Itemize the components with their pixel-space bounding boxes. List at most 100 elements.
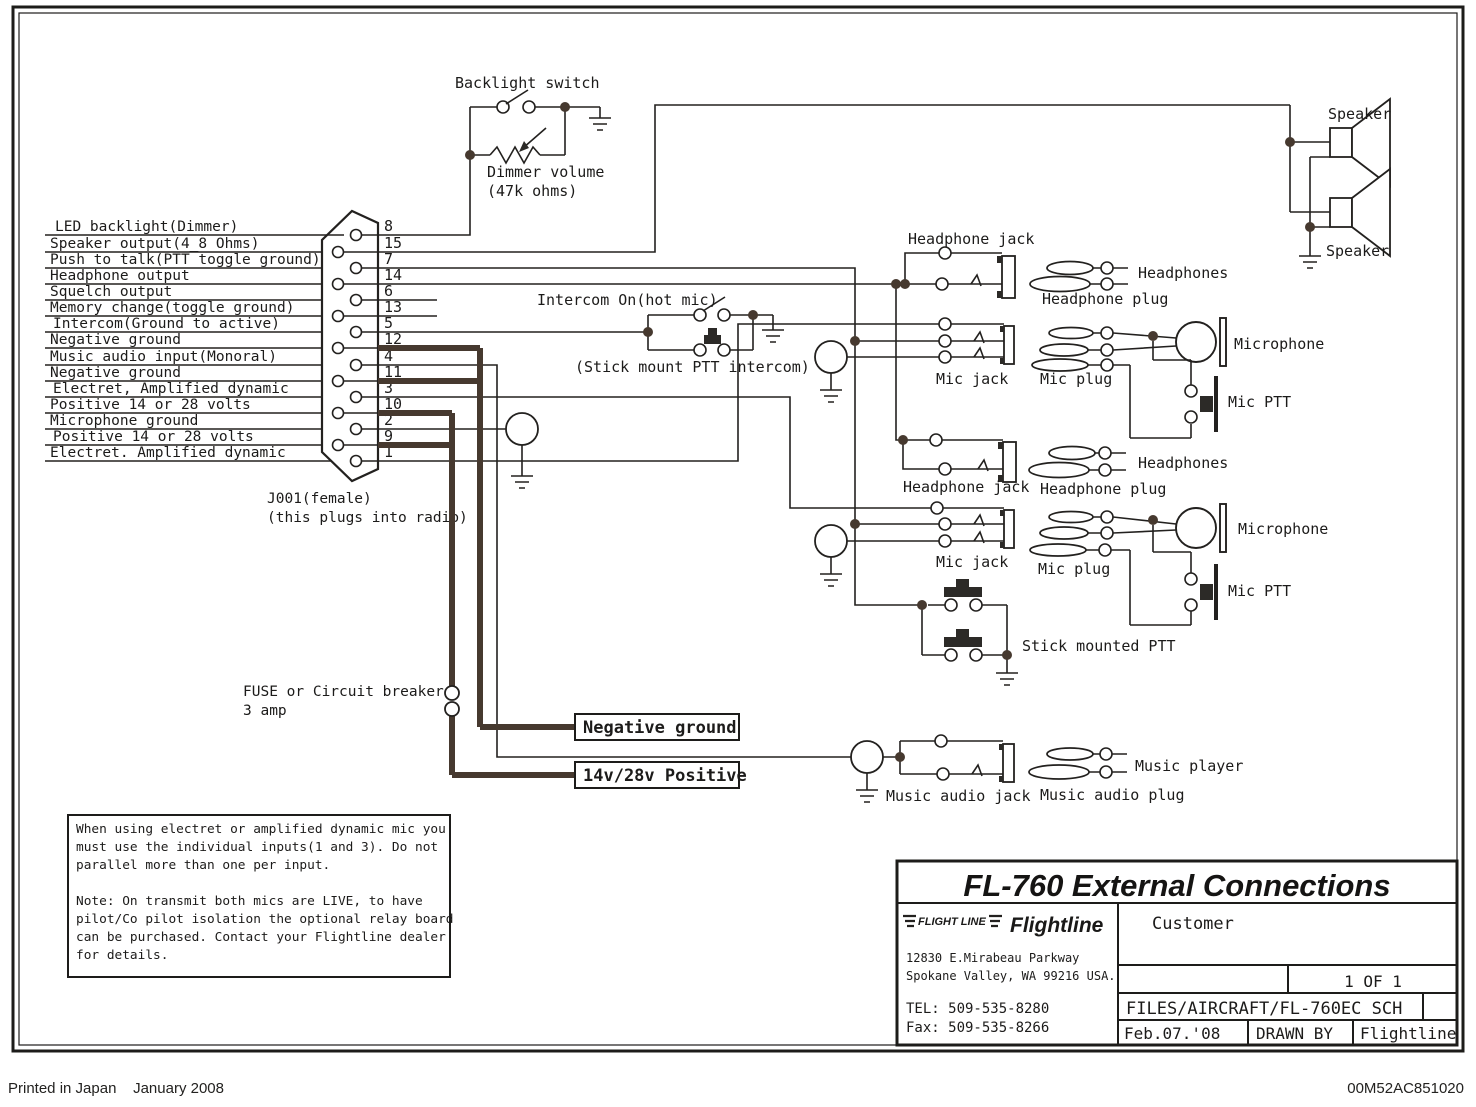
speaker-bottom-label: Speaker [1326, 242, 1389, 260]
drawing-title: FL-760 External Connections [963, 868, 1390, 903]
headphone-jack-1: Headphone jack [891, 230, 1034, 299]
address-line-1: 12830 E.Mirabeau Parkway [906, 951, 1079, 965]
ground-icon [511, 445, 533, 489]
pin-number-12: 12 [384, 330, 402, 348]
headphones-2-label: Headphones [1138, 454, 1228, 472]
tel-label: TEL: 509-535-8280 [906, 1001, 1049, 1017]
fax-label: Fax: 509-535-8266 [906, 1020, 1049, 1036]
headphones-1-label: Headphones [1138, 264, 1228, 282]
intercom-label: Intercom On(hot mic) [537, 291, 718, 309]
connector-j001 [320, 209, 380, 483]
pin-number-10: 10 [384, 395, 402, 413]
pushbutton-cap [944, 637, 982, 647]
footer-printed-in: Printed in Japan January 2008 [8, 1080, 224, 1097]
pushbutton-cap [944, 587, 982, 597]
drawn-by-value: Flightline [1360, 1024, 1456, 1043]
pin-label-6: Squelch output [50, 284, 172, 300]
mic-jack-2: Mic jack [814, 501, 1015, 587]
pin-number-9: 9 [384, 427, 393, 445]
mic-ground-pin2 [505, 412, 539, 489]
pin-label-7: Push to talk(PTT toggle ground) [50, 252, 321, 268]
pin-label-12: Negative ground [50, 332, 181, 348]
pin-number-15: 15 [384, 234, 402, 252]
mic-diaphragm [1219, 317, 1227, 367]
fuse-label-1: FUSE or Circuit breaker [243, 684, 444, 700]
jack-spring-contact [970, 273, 982, 287]
headphone-plug-2: Headphones Headphone plug [1028, 445, 1228, 498]
mic-jack-2-label: Mic jack [936, 553, 1008, 571]
logo-name-text: Flightline [1010, 914, 1104, 937]
pin-number-1: 1 [384, 443, 393, 461]
speaker-circuit: Speaker Speaker [1285, 97, 1391, 269]
pin-label-11: Negative ground [50, 365, 181, 381]
ground-icon [762, 329, 784, 343]
mic-ground-circle-2 [814, 524, 848, 558]
pin-label-1: Electret. Amplified dynamic [50, 445, 286, 461]
music-ground-circle [850, 740, 884, 774]
ground-icon [1299, 255, 1321, 269]
mic-ptt-1: Mic PTT [1152, 341, 1291, 432]
pin-number-11: 11 [384, 363, 402, 381]
speaker-top-icon [1329, 97, 1391, 188]
pin-number-6: 6 [384, 282, 393, 300]
stick-ptt-label: Stick mounted PTT [1022, 637, 1176, 655]
ptt-button-cap [1200, 584, 1213, 600]
file-path: FILES/AIRCRAFT/FL-760EC SCH [1126, 999, 1402, 1019]
pin-label-3: Electret, Amplified dynamic [53, 381, 289, 397]
pin-number-3: 3 [384, 379, 393, 397]
logo-badge-text: FLIGHT LINE [918, 916, 986, 928]
mic-ptt-2-label: Mic PTT [1228, 582, 1291, 600]
music-player-label: Music player [1135, 757, 1243, 775]
flightline-logo: FLIGHT LINE Flightline [903, 914, 1104, 937]
note-line: When using electret or amplified dynamic… [76, 822, 446, 837]
microphone-2-label: Microphone [1238, 520, 1328, 538]
note-line: for details. [76, 948, 168, 963]
headphone-plug-1-label: Headphone plug [1042, 290, 1168, 308]
fuse-element-bottom [444, 701, 460, 717]
positive-label: 14v/28v Positive [583, 766, 747, 786]
ground-icon [996, 672, 1018, 686]
mic-plug-2-label: Mic plug [1038, 560, 1110, 578]
ground-icon [820, 373, 842, 403]
dimmer-resistor [470, 107, 566, 165]
customer-label: Customer [1152, 914, 1234, 934]
negative-ground-label: Negative ground [583, 718, 737, 738]
microphone-1-label: Microphone [1234, 335, 1324, 353]
pushbutton-cap [704, 335, 721, 344]
switch-lever [702, 296, 726, 312]
switch-lever [505, 89, 529, 105]
headphone-jack-1-label: Headphone jack [908, 230, 1034, 248]
notes-box: When using electret or amplified dynamic… [67, 814, 454, 978]
dimmer-volume-label: Dimmer volume [487, 163, 604, 181]
pin-number-13: 13 [384, 298, 402, 316]
signal-wires [378, 104, 1290, 758]
music-audio-circuit: Music audio jack [850, 734, 1031, 805]
mic-ptt-1-label: Mic PTT [1228, 393, 1291, 411]
backlight-circuit: Backlight switch Dimmer volume (47k ohms… [455, 74, 611, 200]
headphone-plug-2-label: Headphone plug [1040, 480, 1166, 498]
power-wires [378, 345, 575, 778]
note-line: can be purchased. Contact your Flightlin… [76, 930, 446, 945]
drawn-by-label: DRAWN BY [1256, 1024, 1333, 1043]
note-line: parallel more than one per input. [76, 858, 330, 873]
dimmer-ohms-label: (47k ohms) [487, 182, 577, 200]
positive-box: 14v/28v Positive [574, 761, 747, 789]
mic-diaphragm [1219, 503, 1227, 553]
drawing-border [11, 5, 1465, 1053]
speaker-bottom-icon [1329, 167, 1391, 258]
backlight-switch-label: Backlight switch [455, 74, 600, 92]
title-block: FL-760 External Connections FLIGHT LINE … [895, 859, 1459, 1047]
connector-name-label: J001(female) [267, 491, 372, 507]
speaker-top-label: Speaker [1328, 105, 1391, 123]
pin-label-5: Intercom(Ground to active) [53, 316, 280, 332]
mic-ground-circle-1 [814, 340, 848, 374]
mic-plug-1-label: Mic plug [1040, 370, 1112, 388]
mic-jack-1-label: Mic jack [936, 370, 1008, 388]
headphone-jack-2-label: Headphone jack [903, 478, 1029, 496]
ground-icon [820, 557, 842, 587]
pin-label-15: Speaker output(4_8 Ohms) [50, 236, 260, 252]
fuse-element-top [444, 685, 460, 701]
pin-number-14: 14 [384, 266, 402, 284]
pin-label-9: Positive 14 or 28 volts [53, 429, 254, 445]
note-line: must use the individual inputs(1 and 3).… [76, 840, 438, 855]
